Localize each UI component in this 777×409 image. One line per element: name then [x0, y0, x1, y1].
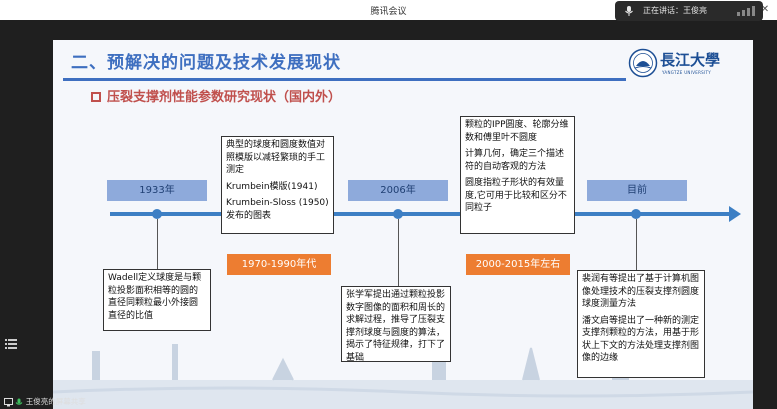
- connector-1933: [157, 219, 158, 269]
- event-text: 颗粒的IPP圆度、轮廓分维数和傅里叶不圆度: [465, 120, 569, 143]
- timeline-tag-1933: 1933年: [107, 180, 207, 201]
- timeline-arrow-icon: [729, 206, 741, 222]
- title-underline: [63, 78, 626, 81]
- slide-subtitle: 压裂支撑剂性能参数研究现状（国内外）: [91, 86, 341, 105]
- app-title: 腾讯会议: [370, 7, 407, 17]
- connector-now: [636, 219, 637, 270]
- microphone-icon: [16, 398, 23, 405]
- timeline-node-2006: [393, 209, 403, 219]
- video-stage: 二、预解决的问题及技术发展现状 長江大學 YANGTZE UNIVERSITY …: [0, 20, 777, 409]
- university-emblem-icon: [628, 48, 658, 78]
- list-menu-icon[interactable]: [4, 337, 18, 351]
- event-text: Krumbein模版(1941): [226, 181, 318, 192]
- event-text: 圆度指粒子形状的有效量度,它可用于比较和区分不同粒子: [465, 178, 567, 213]
- slide-title: 二、预解决的问题及技术发展现状: [71, 53, 341, 73]
- timeline-tag-now: 目前: [587, 180, 687, 201]
- timeline-axis: [110, 212, 730, 216]
- close-icon[interactable]: ✕: [760, 4, 770, 15]
- event-box-1933: Wadell定义球度是与颗粒投影面积相等的圆的直径同颗粒最小外接圆直径的比值: [103, 269, 211, 331]
- event-box-1990: 张学军提出通过颗粒投影数字图像的面积和周长的求解过程，推导了压裂支撑剂球度与圆度…: [341, 286, 451, 363]
- event-text: 潘文启等提出了一种新的测定支撑剂颗粒的方法，用基于形状上下文的方法处理支撑剂图像…: [582, 315, 700, 364]
- timeline-tag-2000: 2000-2015年左右: [466, 254, 570, 275]
- event-text: 计算几何，确定三个描述符的自动客观的方法: [465, 149, 565, 172]
- screen-share-label: 王俊亮的屏幕共享: [25, 397, 86, 406]
- timeline-node-now: [631, 209, 641, 219]
- event-box-2006: 颗粒的IPP圆度、轮廓分维数和傅里叶不圆度 计算几何，确定三个描述符的自动客观的…: [460, 116, 575, 234]
- screen-share-indicator[interactable]: 王俊亮的屏幕共享: [0, 395, 160, 409]
- university-logo: 長江大學 YANGTZE UNIVERSITY: [628, 46, 746, 82]
- event-text: 张学军提出通过颗粒投影数字图像的面积和周长的求解过程，推导了压裂支撑剂球度与圆度…: [346, 290, 446, 363]
- timeline-tag-1970: 1970-1990年代: [227, 254, 331, 275]
- event-text: Wadell定义球度是与颗粒投影面积相等的圆的直径同颗粒最小外接圆直径的比值: [108, 273, 202, 321]
- active-speaker-indicator: 正在讲话：王俊亮: [615, 1, 763, 21]
- slide-background-decoration: [53, 344, 753, 409]
- screen-share-icon: [4, 397, 13, 406]
- logo-name: 長江大學: [660, 51, 721, 69]
- event-box-now: 裴润有等提出了基于计算机图像处理技术的压裂支撑剂圆度球度测量方法 潘文启等提出了…: [577, 270, 705, 378]
- event-text: Krumbein-Sloss (1950)发布的图表: [226, 198, 329, 221]
- signal-icon: [737, 6, 755, 16]
- microphone-icon: [625, 6, 633, 16]
- timeline-tag-2006: 2006年: [348, 180, 448, 201]
- event-text: 典型的球度和圆度数值对照模版以减轻繁琐的手工测定: [226, 140, 326, 175]
- logo-subtext: YANGTZE UNIVERSITY: [662, 70, 711, 75]
- speaking-label: 正在讲话：王俊亮: [643, 6, 707, 15]
- square-bullet-icon: [91, 92, 101, 102]
- connector-1990: [398, 219, 399, 286]
- shared-slide: 二、预解决的问题及技术发展现状 長江大學 YANGTZE UNIVERSITY …: [53, 40, 753, 409]
- timeline-node-1933: [152, 209, 162, 219]
- event-box-1970: 典型的球度和圆度数值对照模版以减轻繁琐的手工测定 Krumbein模版(1941…: [221, 136, 334, 234]
- event-text: 裴润有等提出了基于计算机图像处理技术的压裂支撑剂圆度球度测量方法: [582, 274, 700, 309]
